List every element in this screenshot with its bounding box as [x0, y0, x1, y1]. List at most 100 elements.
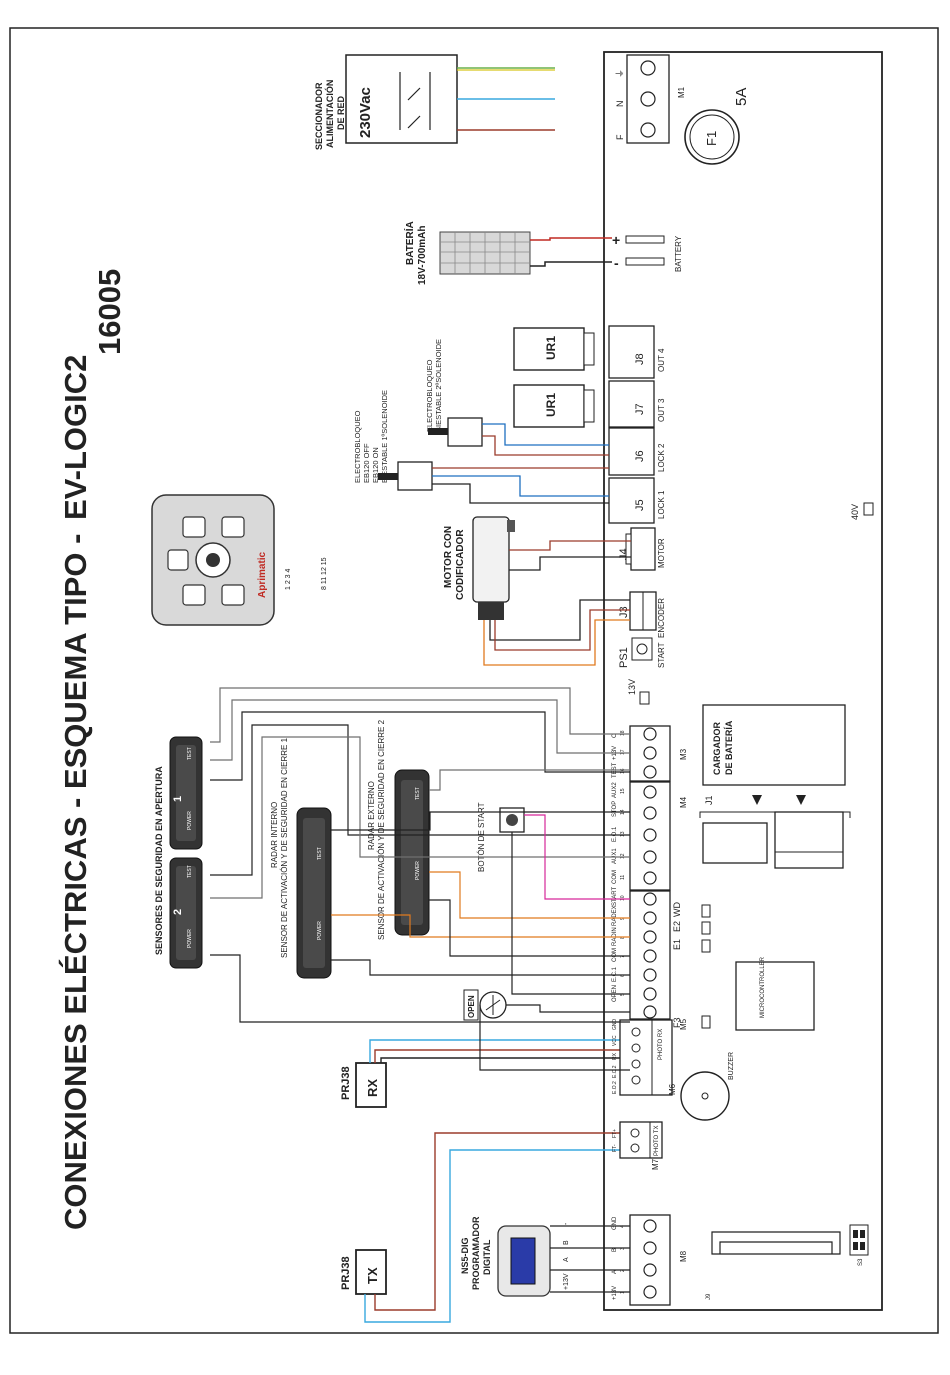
wire-start-dark	[511, 832, 630, 995]
connector-j1-a	[702, 822, 768, 864]
encoder-wire-1	[489, 599, 630, 641]
lock1-line2: EB120 OFF	[362, 443, 371, 483]
opening-sensors-title: SENSORES DE SEGURIDAD EN APERTURA	[154, 766, 164, 955]
pin-num-1: 1	[620, 1291, 626, 1294]
wire-sensor-dark-3	[210, 954, 630, 1023]
motor-wire-dark	[509, 556, 631, 571]
motor-shaft	[507, 520, 515, 532]
photocell-tx-model: PRJ38	[340, 1256, 352, 1290]
j3-label: ENCODER	[657, 598, 666, 638]
battery-charger	[702, 704, 846, 786]
sensor-2-face	[176, 866, 196, 960]
pin-13v-m8: +13V	[612, 1286, 618, 1300]
pin-ec1: E.C.1	[612, 966, 618, 982]
j7-name: J7	[634, 403, 646, 415]
programmer-pin-13v: +13V	[563, 1273, 570, 1290]
rx-wire-dark	[380, 1057, 623, 1063]
led-13v	[639, 691, 650, 705]
lock1-line1: ELECTROBLOQUEO	[353, 410, 362, 483]
pin-rx-m6: RX	[612, 1052, 618, 1060]
connector-j5	[608, 477, 655, 524]
pin-com-2: COM	[612, 948, 618, 962]
photocell-rx-label: RX	[365, 1079, 380, 1097]
photo-rx-label: PHOTO RX	[658, 1029, 664, 1060]
receiver-2	[513, 384, 585, 428]
pin-ft-minus: FT-	[612, 1144, 618, 1152]
pin-num-13: 13	[620, 831, 626, 837]
pin-gnd-m8: GND	[612, 1216, 618, 1230]
dip-switch-s3[interactable]	[849, 1224, 869, 1256]
pin-stop: STOP	[612, 801, 618, 817]
terminal-block-m6	[619, 1019, 673, 1096]
radar-internal-line2: SENSOR DE ACTIVACIÓN Y DE SEGURIDAD EN C…	[280, 737, 289, 958]
charger-line2: DE BATERÍA	[724, 720, 734, 775]
pin-num-10: 10	[620, 895, 626, 901]
ps1-button-cap	[636, 643, 648, 655]
pin-com-1: COM	[612, 870, 618, 884]
lock1-line4: BIESTABLE 1ºSOLENOIDE	[380, 390, 389, 483]
pin-ec2-m6: E.C.2	[612, 1065, 618, 1078]
battery-plus: +	[612, 232, 620, 248]
label-e2: E2	[672, 921, 682, 932]
wire-radar-ext-gray	[429, 769, 630, 791]
m3-label: M3	[679, 748, 688, 760]
j4-label: MOTOR	[657, 538, 666, 568]
lock2-wire-brown	[482, 435, 609, 456]
m8-label: M8	[679, 1250, 688, 1262]
sensor-2-power: POWER	[187, 929, 193, 948]
pin-start: START	[612, 887, 618, 906]
control-board	[603, 51, 883, 1311]
receiver-1	[513, 327, 585, 371]
radar-internal-line1: RADAR INTERNO	[270, 802, 279, 868]
wire-sensor-dark-1	[210, 711, 630, 781]
wire-radar-ext-orange	[429, 871, 630, 919]
pin-radex: RADEX	[612, 905, 618, 926]
connector-j6	[608, 427, 655, 476]
battery-cells	[440, 232, 530, 274]
programmer-pin-a: A	[563, 1257, 570, 1262]
radar-internal-power: POWER	[317, 921, 323, 940]
pin-num-12: 12	[620, 853, 626, 859]
battery-wire-plus	[530, 237, 612, 241]
lock2-body	[447, 417, 483, 447]
motor-label-1: MOTOR CON	[443, 526, 454, 588]
pin-ft-plus: FT+	[612, 1129, 618, 1138]
pin-num-3: 3	[620, 1247, 626, 1250]
m1-label: M1	[677, 86, 686, 98]
tx-wire-cyan	[364, 1149, 623, 1323]
battery-label: BATERÍA	[403, 221, 416, 265]
mains-switch-box	[345, 54, 458, 144]
sensor-1-power: POWER	[187, 811, 193, 830]
terminal-screws	[643, 727, 657, 1019]
connector-j4-tab	[625, 533, 632, 565]
diagram-code: 16005	[92, 269, 127, 355]
battery-wire-minus	[530, 261, 612, 267]
pin-num-18: 18	[620, 730, 626, 736]
pin-aux2: AUX2	[612, 782, 618, 798]
radar-external-face	[401, 780, 423, 925]
mains-switch-symbol	[399, 72, 431, 130]
microcontroller	[735, 961, 815, 1031]
lock1-body	[397, 461, 433, 491]
motor-encoder	[478, 602, 504, 620]
lock2-line2: BIESTABLE 2ºSOLENOIDE	[434, 339, 443, 432]
connector-j7	[608, 380, 655, 428]
photocell-tx	[355, 1249, 387, 1295]
pin-num-15: 15	[620, 788, 626, 794]
m4-label: M4	[679, 796, 688, 808]
photocell-tx-label: TX	[365, 1267, 380, 1284]
sensor-2-number: 2	[172, 909, 184, 915]
mains-voltage: 230Vac	[357, 87, 374, 138]
radar-internal-face	[303, 818, 325, 968]
programmer-screen	[510, 1237, 536, 1285]
m7-label: M7	[651, 1158, 660, 1170]
wire-start-magenta	[524, 814, 630, 900]
pin-num-2: 2	[620, 1269, 626, 1272]
keypad-buttons[interactable]	[167, 516, 245, 606]
j5-label: LOCK 1	[657, 490, 666, 519]
wire-radar-int-2	[331, 959, 630, 976]
pin-o: O	[612, 733, 618, 738]
m1-pin-earth: ⏚	[615, 69, 625, 78]
fuse-f1-label: F1	[704, 131, 719, 146]
j5-name: J5	[634, 499, 646, 511]
